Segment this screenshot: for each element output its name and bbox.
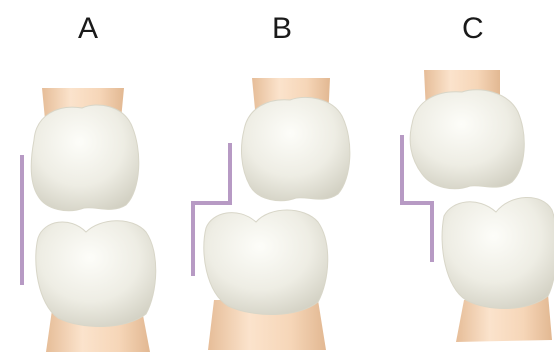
panel-c-lower-crown	[442, 197, 554, 308]
panel-b-lower-crown	[204, 210, 328, 315]
panel-a-lower-crown	[36, 221, 156, 327]
panel-a-upper-crown	[31, 105, 139, 211]
panel-a-group	[22, 88, 156, 352]
panel-c-upper-crown	[410, 90, 524, 189]
panel-b-upper-crown	[242, 97, 350, 200]
panel-c-group	[402, 70, 554, 342]
panel-b-group	[193, 78, 350, 350]
